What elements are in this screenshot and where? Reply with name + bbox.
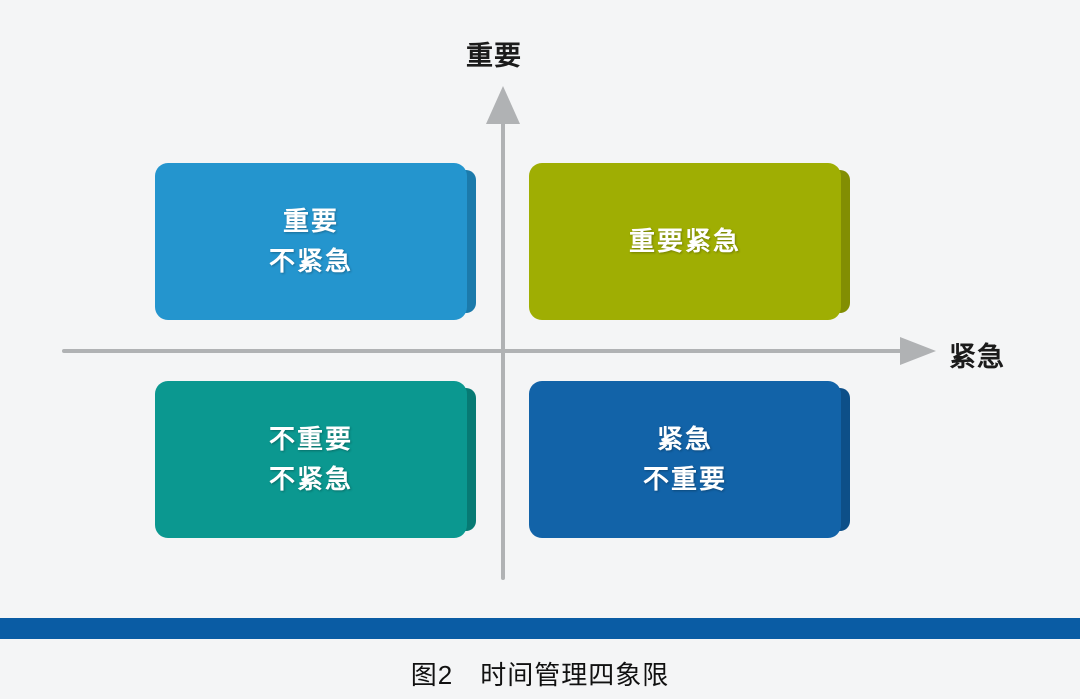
quadrant-label-line1: 重要 [282,205,339,236]
quadrant-label-group: 紧急 不重要 [643,420,727,499]
quadrant-face [155,381,467,538]
quadrant-important-urgent[interactable]: 重要紧急 [529,163,850,320]
figure-caption: 图2 时间管理四象限 [410,660,670,690]
quadrant-face [529,163,841,320]
vertical-axis-label: 重要 [466,41,522,71]
quadrant-label-group: 不重要 不紧急 [269,420,353,499]
bottom-divider-bar [0,618,1080,639]
quadrant-face [155,163,467,320]
quadrant-label-line1: 重要紧急 [628,225,741,256]
horizontal-axis [62,337,936,365]
quadrant-not-important-not-urgent[interactable]: 不重要 不紧急 [155,381,476,538]
quadrant-urgent-not-important[interactable]: 紧急 不重要 [529,381,850,538]
quadrant-label-line1: 不重要 [268,423,353,454]
arrow-right-icon [900,337,936,365]
quadrant-label-line2: 不紧急 [268,245,353,276]
quadrant-face [529,381,841,538]
horizontal-axis-label: 紧急 [949,342,1005,372]
quadrant-label-line1: 紧急 [656,423,713,454]
quadrant-label-group: 重要紧急 [629,222,741,262]
vertical-axis [486,86,520,580]
horizontal-axis-line [62,349,907,353]
quadrant-label-group: 重要 不紧急 [269,202,353,281]
quadrant-label-line2: 不紧急 [268,463,353,494]
quadrant-important-not-urgent[interactable]: 重要 不紧急 [155,163,476,320]
arrow-up-icon [486,86,520,124]
quadrant-label-line2: 不重要 [642,463,727,494]
